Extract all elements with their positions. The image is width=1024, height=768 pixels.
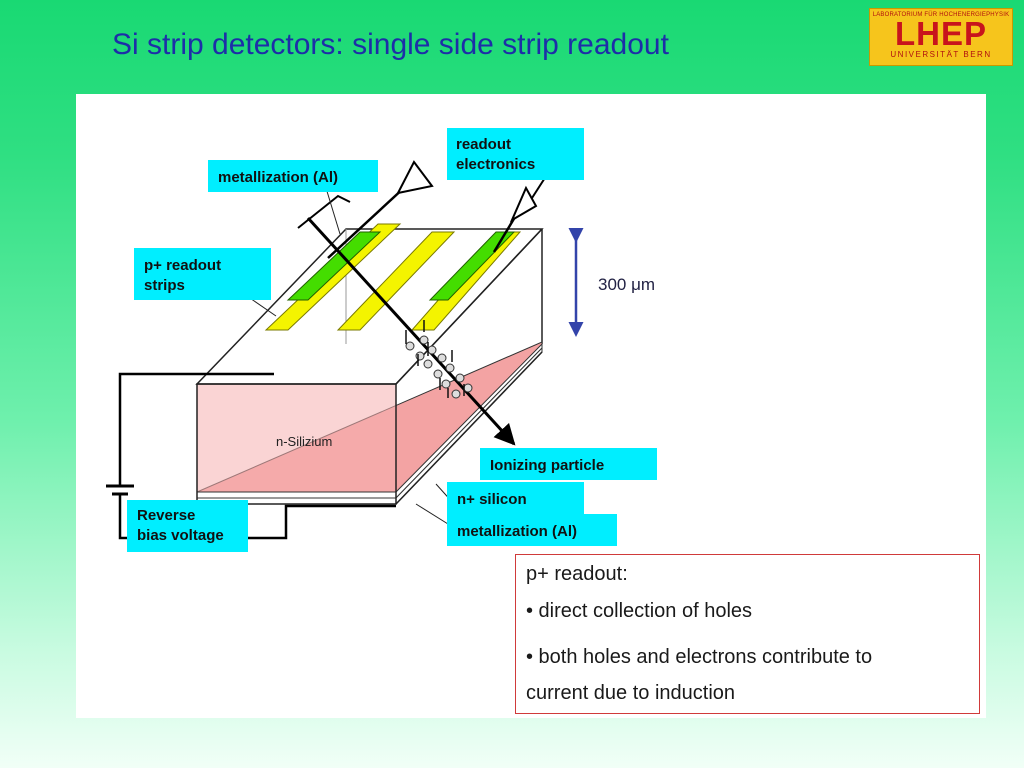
p-strip-2: [336, 231, 456, 331]
label-box-bias: [127, 500, 248, 552]
thickness-label: 300 μm: [598, 275, 655, 294]
detector-diagram: 300 μm n-Silizium metallization (Al) rea…: [106, 128, 657, 552]
label-p-strips-1: p+ readout: [144, 257, 221, 274]
summary-bullet-2-line-2: current due to induction: [526, 682, 736, 704]
label-box-p-strips: [134, 248, 271, 300]
bulk-front-face: [197, 384, 396, 492]
label-box-ionizing: [480, 448, 657, 480]
label-bias-1: Reverse: [137, 507, 195, 524]
summary-heading: p+ readout:: [526, 563, 628, 585]
bias-wire-top: [118, 372, 274, 486]
summary-box: p+ readout: • direct collection of holes…: [515, 554, 980, 714]
label-readout-1: readout: [456, 136, 511, 153]
slide-title: Si strip detectors: single side strip re…: [112, 28, 669, 61]
logo-wordmark: LHEP: [894, 15, 987, 52]
logo-university-text: UNIVERSITÄT BERN: [890, 50, 992, 59]
bias-wire-bottom: [118, 494, 396, 540]
logo-institute-text: LABORATORIUM FÜR HOCHENERGIEPHYSIK: [872, 12, 1010, 18]
label-box-metallization-top: [208, 160, 378, 192]
label-metallization-top: metallization (Al): [218, 169, 338, 186]
readout-wire-1: [327, 185, 407, 259]
label-bias-2: bias voltage: [137, 527, 224, 544]
label-p-strips-2: strips: [144, 277, 185, 294]
label-ionizing: Ionizing particle: [490, 457, 604, 474]
amplifier-1: [396, 160, 434, 195]
box-front-face-outline: [196, 383, 397, 505]
summary-bullet-2-line-1: • both holes and electrons contribute to: [526, 646, 873, 668]
charge-carriers: [405, 320, 473, 399]
label-n-silicon: n+ silicon: [457, 491, 527, 508]
metal-strip-3: [428, 231, 516, 301]
label-box-metallization-bottom: [447, 514, 617, 546]
particle-track: [306, 216, 516, 446]
lhep-logo: LABORATORIUM FÜR HOCHENERGIEPHYSIK LHEP …: [869, 8, 1013, 66]
bulk-label: n-Silizium: [276, 434, 332, 449]
label-metallization-bottom: metallization (Al): [457, 523, 577, 540]
metal-strip-1: [286, 231, 382, 301]
summary-bullet-1: • direct collection of holes: [526, 600, 753, 622]
label-box-readout: [447, 128, 584, 180]
label-readout-2: electronics: [456, 156, 535, 173]
label-box-n-silicon: [447, 482, 584, 514]
amplifier-2: [509, 185, 538, 223]
